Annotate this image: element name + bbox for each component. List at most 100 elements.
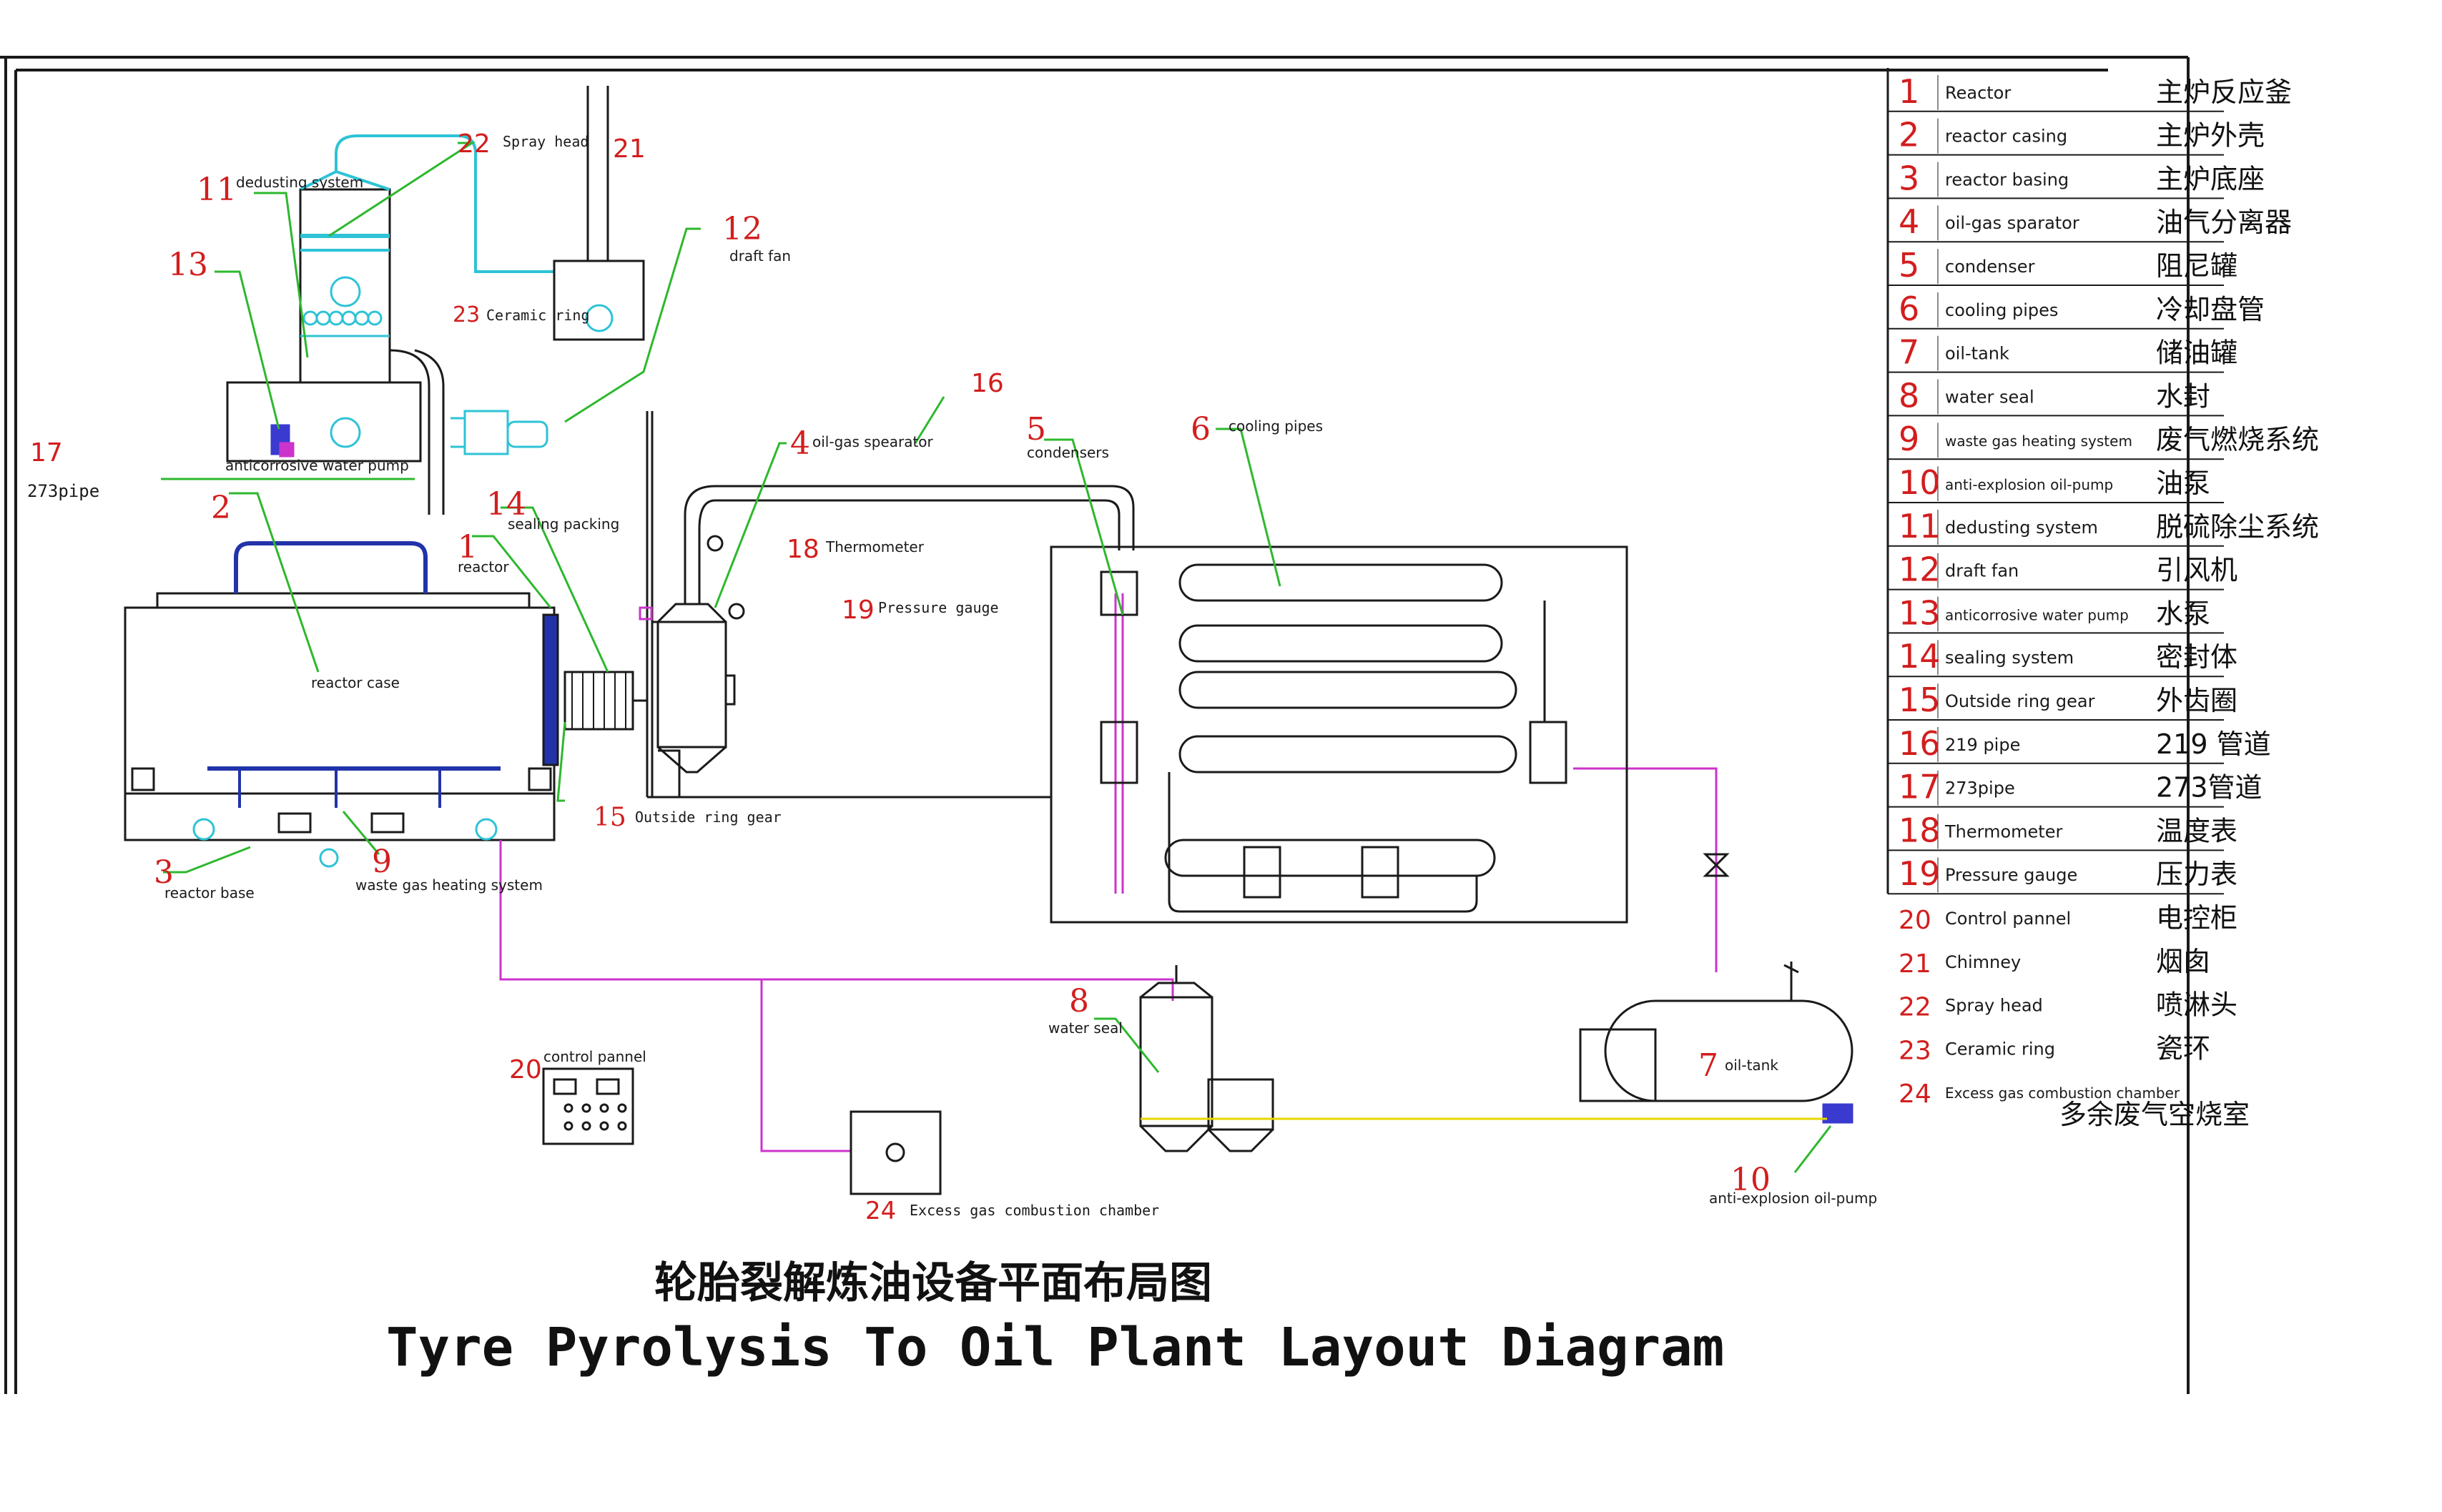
legend-chinese: 喷淋头 (2156, 989, 2237, 1021)
legend-chinese: 温度表 (2156, 815, 2237, 846)
callout-number: 23 (453, 302, 480, 327)
legend-number: 13 (1899, 593, 1941, 632)
callout-number: 8 (1069, 983, 1089, 1019)
gas-pipeline (499, 593, 1718, 1152)
legend-english: 219 pipe (1945, 735, 2020, 755)
legend-english: anti-explosion oil-pump (1945, 476, 2113, 493)
legend-number: 9 (1899, 420, 1919, 458)
legend-english: Control pannel (1945, 909, 2071, 929)
legend-english: reactor basing (1945, 169, 2069, 189)
legend-number: 2 (1899, 116, 1919, 154)
legend-english: Ceramic ring (1945, 1039, 2055, 1059)
callout-label: Pressure gauge (878, 599, 999, 616)
combustion-chamber (850, 1110, 942, 1195)
callout-16: 16 (971, 369, 1004, 398)
callout-label: Spray head (503, 133, 589, 150)
legend-english: Pressure gauge (1945, 865, 2077, 885)
legend-chinese: 273管道 (2156, 772, 2263, 804)
legend-row: 8 water seal 水封 (1888, 376, 2224, 417)
callout-number: 5 (1026, 411, 1046, 448)
reactor-assembly (124, 541, 647, 868)
callout-number: 17 (30, 438, 63, 468)
legend-number: 18 (1899, 811, 1941, 849)
legend-chinese: 压力表 (2156, 859, 2237, 890)
legend-chinese: 水封 (2156, 380, 2210, 412)
legend-number: 22 (1899, 993, 1931, 1022)
ceramic-ring-row (300, 310, 390, 337)
legend-number: 14 (1899, 637, 1941, 676)
callout-number: 19 (842, 596, 875, 625)
callout-label: Thermometer (825, 538, 925, 555)
legend-chinese: 废气燃烧系统 (2156, 424, 2319, 455)
callout-label: Outside ring gear (635, 809, 782, 826)
callout-label: sealing packing (508, 515, 619, 533)
legend-chinese: 阻尼罐 (2156, 250, 2237, 282)
draft-fan (451, 410, 548, 455)
water-seal-assembly (1139, 965, 1827, 1152)
callout-label: reactor (458, 558, 509, 575)
legend-number: 16 (1899, 724, 1941, 763)
legend-chinese: 主炉底座 (2156, 163, 2265, 194)
callout-label: water seal (1048, 1019, 1123, 1037)
legend-number: 21 (1899, 949, 1931, 979)
callout-number: 3 (154, 854, 174, 891)
callout-label: cooling pipes (1229, 417, 1323, 435)
callout-label: control pannel (543, 1048, 646, 1065)
callout-label: anti-explosion oil-pump (1709, 1190, 1877, 1207)
callout-label: anticorrosive water pump (225, 457, 409, 474)
callout-number: 20 (509, 1055, 542, 1084)
callout-label: Ceramic ring (486, 307, 590, 324)
legend-english: Spray head (1945, 996, 2043, 1016)
dedusting-tower (226, 134, 554, 515)
legend-english: draft fan (1945, 561, 2019, 581)
legend-number: 7 (1899, 333, 1919, 372)
callout-number: 18 (787, 535, 819, 564)
legend-english: sealing system (1945, 648, 2074, 668)
legend-english: Chimney (1945, 952, 2021, 972)
legend-chinese: 瓷环 (2156, 1032, 2210, 1064)
callout-number: 7 (1698, 1047, 1718, 1084)
legend-chinese: 脱硫除尘系统 (2156, 511, 2319, 543)
legend-chinese: 冷却盘管 (2156, 294, 2265, 325)
callout-label: Excess gas combustion chamber (910, 1202, 1159, 1219)
legend-number: 5 (1899, 246, 1919, 285)
callout-label: condensers (1027, 444, 1109, 461)
separator-assembly (639, 411, 1135, 799)
legend-english: Outside ring gear (1945, 691, 2095, 711)
legend-english: dedusting system (1945, 518, 2098, 538)
callout-number: 14 (486, 486, 526, 523)
callout-number: 22 (458, 129, 491, 159)
legend-english: anticorrosive water pump (1945, 606, 2129, 623)
callout-label: reactor case (311, 674, 400, 691)
callout-number: 1 (458, 529, 478, 565)
legend-english: reactor casing (1945, 127, 2067, 147)
legend-number: 8 (1899, 376, 1919, 415)
legend-english: oil-gas sparator (1945, 213, 2079, 233)
legend-english: Reactor (1945, 83, 2011, 103)
legend-chinese: 多余废气空烧室 (2059, 1099, 2250, 1130)
callout-number: 13 (168, 247, 208, 283)
callout-13: 13 anticorrosive water pump (168, 247, 409, 474)
legend-english: water seal (1945, 387, 2034, 407)
